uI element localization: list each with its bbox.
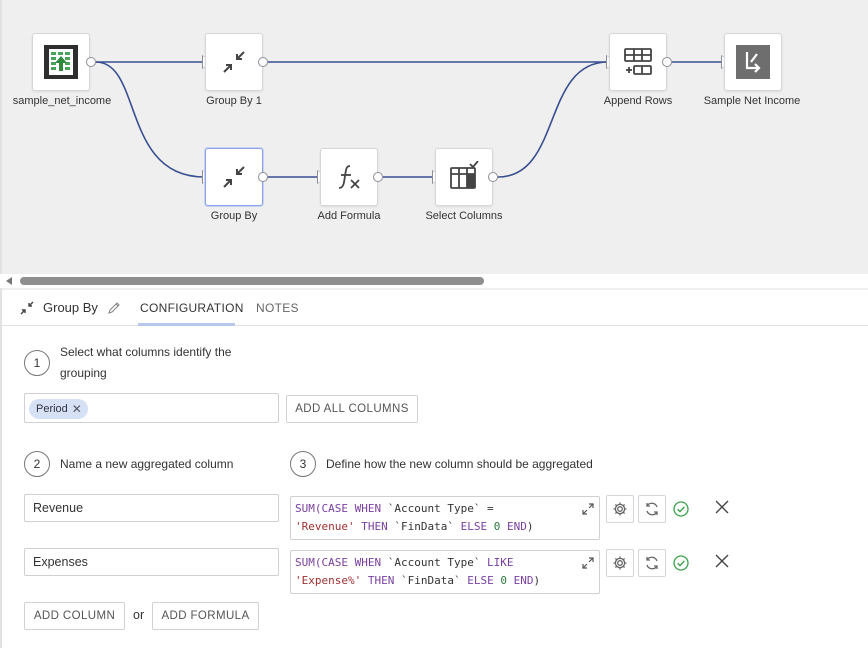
scroll-left-arrow-icon[interactable]	[6, 277, 12, 285]
step-2-text: Name a new aggregated column	[60, 457, 234, 471]
node-label: sample_net_income	[12, 95, 112, 107]
formula-icon	[338, 165, 360, 189]
active-tab-indicator	[138, 323, 235, 326]
aggregated-column-name-input[interactable]: Expenses	[24, 548, 279, 576]
edit-pencil-icon[interactable]	[107, 301, 121, 315]
refresh-icon	[646, 556, 658, 570]
formula-line: 'Revenue' THEN `FinData` ELSE 0 END)	[295, 520, 534, 533]
node-label: Add Formula	[317, 210, 381, 222]
refresh-formula-button[interactable]	[638, 549, 666, 577]
connection-wires	[95, 61, 723, 178]
tab-configuration[interactable]: CONFIGURATION	[140, 301, 244, 315]
node-box-group-by-1[interactable]	[205, 33, 263, 91]
step-2-number: 2	[24, 451, 50, 477]
append-rows-icon	[624, 48, 652, 75]
panel-header: Group By CONFIGURATION NOTES	[2, 290, 868, 326]
spreadsheet-import-icon	[44, 45, 78, 79]
wire-source-to-groupby	[95, 61, 205, 178]
node-box-select-columns[interactable]	[435, 148, 493, 206]
node-box-add-formula[interactable]	[320, 148, 378, 206]
step-3-number: 3	[290, 451, 316, 477]
node-label: Append Rows	[603, 95, 673, 107]
formula-settings-button[interactable]	[606, 495, 634, 523]
node-label: Select Columns	[425, 210, 503, 222]
add-all-columns-button[interactable]: ADD ALL COLUMNS	[286, 395, 418, 423]
step-3-text: Define how the new column should be aggr…	[326, 457, 593, 471]
panel-title: Group By	[43, 300, 98, 315]
grouping-chip[interactable]: Period ✕	[29, 399, 88, 419]
select-columns-icon	[450, 161, 479, 189]
expand-editor-icon[interactable]	[581, 556, 595, 570]
formula-line: SUM(CASE WHEN `Account Type` =	[295, 502, 494, 515]
refresh-formula-button[interactable]	[638, 495, 666, 523]
remove-row-icon[interactable]	[714, 553, 730, 569]
or-separator: or	[133, 608, 145, 622]
add-formula-button[interactable]: ADD FORMULA	[152, 602, 259, 630]
output-port[interactable]	[662, 57, 672, 67]
tab-notes[interactable]: NOTES	[256, 301, 299, 315]
gear-icon	[613, 556, 627, 570]
output-port[interactable]	[258, 172, 268, 182]
node-label: Group By 1	[206, 95, 262, 107]
output-port[interactable]	[488, 172, 498, 182]
wire-select-to-append	[497, 61, 609, 178]
aggregated-column-name-input[interactable]: Revenue	[24, 494, 279, 522]
output-icon	[736, 45, 770, 79]
gear-icon	[613, 502, 627, 516]
step-1-number: 1	[24, 350, 50, 376]
valid-check-icon	[673, 501, 689, 517]
step-1-text-line1: Select what columns identify the	[60, 345, 232, 359]
grouping-columns-input[interactable]: Period ✕	[24, 393, 279, 423]
group-by-icon	[223, 51, 245, 73]
chip-label: Period	[36, 403, 68, 415]
node-box-append-rows[interactable]	[609, 33, 667, 91]
refresh-icon	[646, 502, 658, 516]
output-port[interactable]	[258, 57, 268, 67]
step-1-text-line2: grouping	[60, 366, 107, 380]
output-port[interactable]	[86, 57, 96, 67]
aggregation-formula-editor[interactable]: SUM(CASE WHEN `Account Type` LIKE 'Expen…	[290, 550, 600, 594]
config-panel: Group By CONFIGURATION NOTES 1 Select wh…	[0, 290, 868, 648]
formula-line: SUM(CASE WHEN `Account Type` LIKE	[295, 556, 514, 569]
node-box-group-by[interactable]	[205, 148, 263, 206]
node-label: Sample Net Income	[703, 95, 801, 107]
expand-editor-icon[interactable]	[581, 502, 595, 516]
scrollbar-thumb[interactable]	[20, 277, 484, 285]
formula-line: 'Expense%' THEN `FinData` ELSE 0 END)	[295, 574, 541, 587]
group-by-icon	[20, 301, 34, 315]
valid-check-icon	[673, 555, 689, 571]
node-label: Group By	[210, 210, 258, 222]
workflow-canvas[interactable]: sample_net_income Group By 1	[0, 0, 868, 290]
remove-row-icon[interactable]	[714, 499, 730, 515]
add-column-button[interactable]: ADD COLUMN	[24, 602, 125, 630]
node-box-sample-net-income[interactable]	[32, 33, 90, 91]
aggregation-formula-editor[interactable]: SUM(CASE WHEN `Account Type` = 'Revenue'…	[290, 496, 600, 540]
formula-settings-button[interactable]	[606, 549, 634, 577]
output-port[interactable]	[373, 172, 383, 182]
remove-chip-icon[interactable]: ✕	[71, 402, 82, 416]
node-box-sample-net-income-output[interactable]	[724, 33, 782, 91]
canvas-horizontal-scrollbar[interactable]	[0, 274, 868, 288]
group-by-icon	[223, 166, 245, 188]
